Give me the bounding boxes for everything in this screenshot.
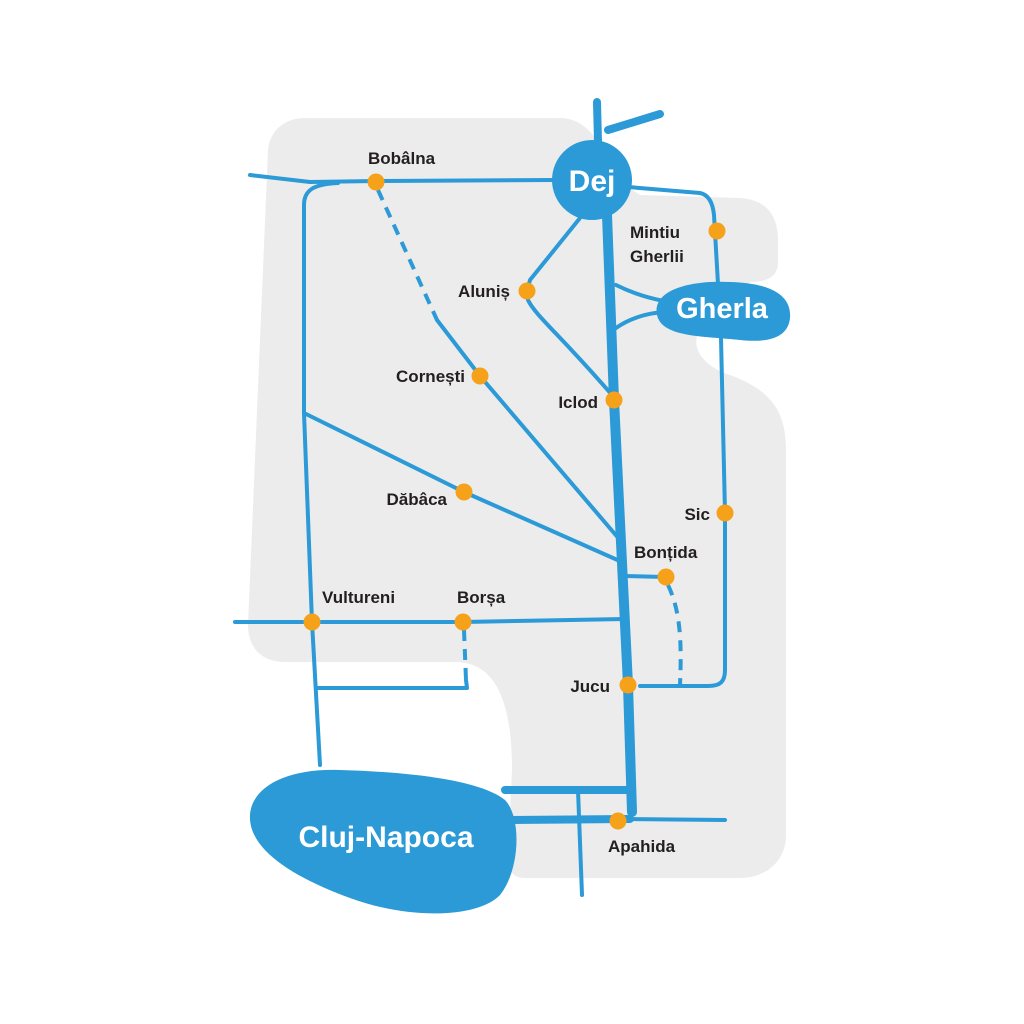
- label-mintiu-gherlii-line1: Mintiu: [630, 223, 680, 242]
- road-west-vertical: [302, 181, 340, 767]
- road-bontida-dashed: [666, 584, 683, 686]
- label-bobalna: Bobâlna: [368, 149, 436, 168]
- road-alunis-iclod: [526, 298, 614, 397]
- road-borsa-south-link: [314, 678, 469, 690]
- dej-area: [552, 140, 632, 220]
- dot-mintiu-gherlii: [708, 222, 726, 240]
- dot-alunis: [518, 282, 536, 300]
- road-borsa-dashed: [462, 629, 468, 681]
- label-cornesti: Cornești: [396, 367, 465, 386]
- road-apahida-east: [626, 817, 727, 822]
- dot-borsa: [454, 613, 472, 631]
- dot-bontida: [657, 568, 675, 586]
- road-main-dej-apahida: [602, 210, 637, 817]
- dot-sic: [716, 504, 734, 522]
- label-dabaca: Dăbâca: [387, 490, 448, 509]
- city-label-cluj-napoca: Cluj-Napoca: [298, 821, 473, 854]
- dot-vultureni: [303, 613, 321, 631]
- label-borsa: Borșa: [457, 588, 506, 607]
- road-south-vertical: [576, 788, 584, 897]
- label-jucu: Jucu: [570, 677, 610, 696]
- road-dej-northeast: [604, 110, 664, 134]
- label-vultureni: Vultureni: [322, 588, 395, 607]
- road-dej-mintiu-gherla: [626, 185, 720, 286]
- dot-dabaca: [455, 483, 473, 501]
- dot-bobalna: [367, 173, 385, 191]
- label-mintiu-gherlii-line2: Gherlii: [630, 247, 684, 266]
- label-bontida: Bonțida: [634, 543, 698, 562]
- dot-apahida: [609, 812, 627, 830]
- dot-jucu: [619, 676, 637, 694]
- label-sic: Sic: [684, 505, 710, 524]
- road-gherla-sic-jucu: [638, 336, 727, 688]
- label-apahida: Apahida: [608, 837, 676, 856]
- road-bobalna-cornesti-dashed: [376, 189, 439, 321]
- label-alunis: Aluniș: [458, 282, 510, 301]
- road-dej-north: [593, 98, 602, 146]
- dot-iclod: [605, 391, 623, 409]
- gherla-area: [656, 281, 791, 341]
- dot-cornesti: [471, 367, 489, 385]
- road-west-bobalna-dej: [248, 173, 557, 184]
- locality-dots: [303, 173, 734, 830]
- city-label-dej: Dej: [569, 165, 616, 198]
- city-label-gherla: Gherla: [676, 293, 769, 325]
- label-iclod: Iclod: [558, 393, 598, 412]
- region-area: [248, 118, 786, 878]
- cluj-napoca-area: [249, 769, 517, 914]
